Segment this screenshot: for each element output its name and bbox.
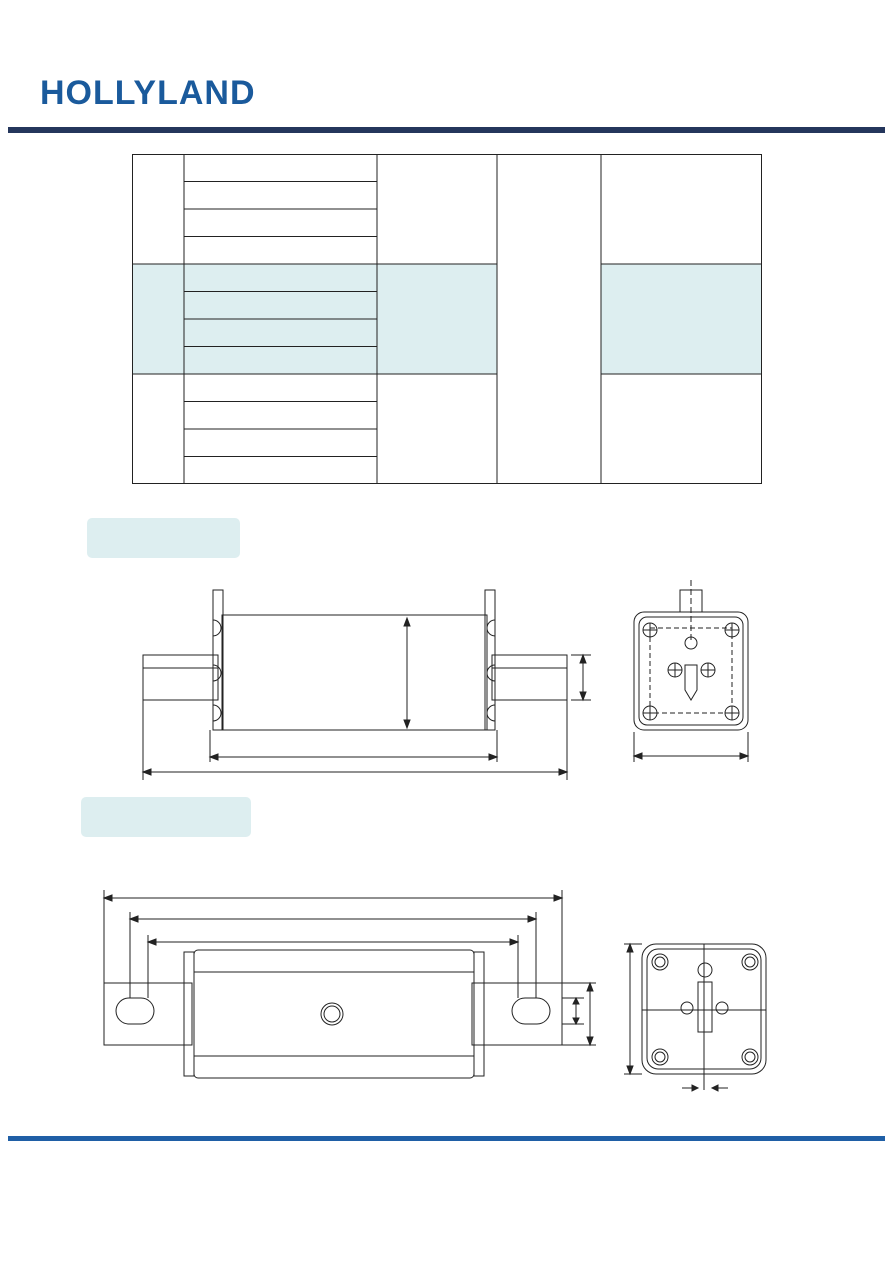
- indicator: [685, 665, 697, 700]
- table-shaded-cell: [601, 264, 762, 374]
- mounting-screws: [643, 623, 739, 720]
- fuse-end-view-type-2: [620, 940, 775, 1095]
- dimension-lines: [624, 944, 728, 1091]
- fuse-body: [194, 950, 474, 1078]
- right-slot: [512, 998, 550, 1024]
- end-plate-outer: [634, 612, 748, 730]
- fuse-front-view-type-2: [100, 890, 600, 1085]
- logo-text: HOLLYLAND: [40, 74, 256, 112]
- mounting-screws: [652, 954, 758, 1065]
- dimension-lines: [104, 890, 596, 1045]
- section-tab-dimensions-2: [81, 797, 251, 837]
- fuse-body: [222, 615, 487, 730]
- table-shaded-cell: [377, 264, 497, 374]
- right-end-plate: [485, 590, 495, 730]
- screw-heads: [213, 620, 495, 721]
- right-blade: [492, 655, 567, 700]
- left-slot: [116, 998, 154, 1024]
- hole-pattern: [650, 628, 732, 713]
- end-plate-inner: [639, 617, 743, 725]
- header-rule: [8, 127, 885, 133]
- hollyland-logo: HOLLYLAND: [40, 74, 256, 112]
- indicator-hole: [321, 1003, 343, 1025]
- dimension-lines: [143, 618, 591, 780]
- dimension-lines: [634, 732, 748, 762]
- table-lines: [132, 154, 762, 484]
- section-tab-dimensions-1: [87, 518, 240, 558]
- left-end-plate: [184, 952, 194, 1076]
- footer-rule: [8, 1136, 885, 1141]
- fuse-end-view-type-1: [628, 580, 753, 765]
- spec-table: [132, 154, 762, 484]
- table-border: [132, 154, 762, 484]
- fuse-front-view-type-1: [135, 580, 595, 785]
- right-blade: [472, 983, 562, 1045]
- right-end-plate: [474, 952, 484, 1076]
- table-shaded-cell: [132, 264, 184, 374]
- left-blade: [143, 655, 218, 700]
- indicator-slot: [698, 982, 712, 1032]
- left-end-plate: [213, 590, 223, 730]
